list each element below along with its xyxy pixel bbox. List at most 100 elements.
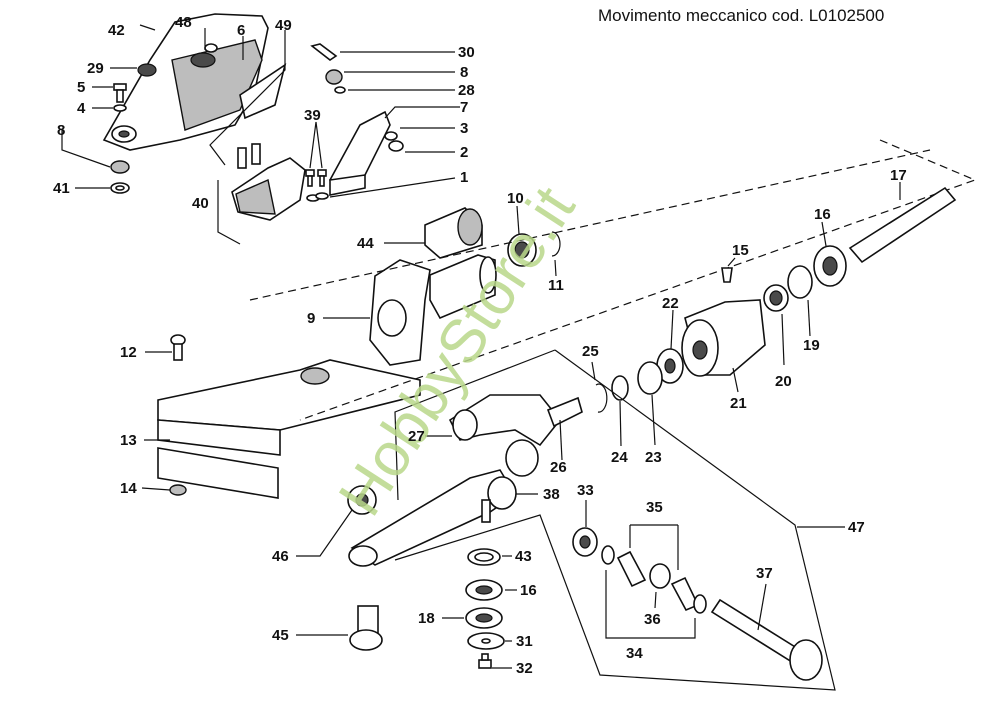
leader-35	[629, 524, 679, 570]
bearing-23-part	[637, 361, 663, 395]
callout-41: 41	[53, 180, 70, 197]
callout-33: 33	[577, 482, 594, 499]
callout-3: 3	[460, 120, 468, 137]
callout-16b: 16	[520, 582, 537, 599]
group-47-outline	[394, 349, 836, 691]
shaft-17-part	[848, 186, 957, 264]
bushings-35-part	[601, 545, 707, 614]
leader-23	[651, 394, 656, 446]
callout-14: 14	[120, 480, 137, 497]
callout-7: 7	[460, 99, 468, 116]
callout-36: 36	[644, 611, 661, 628]
callout-45: 45	[272, 627, 289, 644]
callout-4: 4	[77, 100, 86, 117]
washer-3-part	[384, 131, 398, 141]
callout-20: 20	[775, 373, 792, 390]
leader-15	[727, 257, 736, 267]
bolt-32-part	[478, 653, 492, 669]
callout-35: 35	[646, 499, 663, 516]
nut-2-part	[388, 140, 404, 152]
callout-2: 2	[460, 144, 468, 161]
leader-36	[654, 591, 657, 609]
leader-42	[139, 24, 156, 31]
leader-8a	[61, 130, 111, 168]
cover-guard-part	[102, 13, 287, 151]
callout-6: 6	[237, 22, 245, 39]
ring-24-part	[611, 375, 629, 401]
callout-25: 25	[582, 343, 599, 360]
callout-39: 39	[304, 107, 321, 124]
callout-23: 23	[645, 449, 662, 466]
leader-24	[619, 400, 622, 447]
callout-32: 32	[516, 660, 533, 677]
callout-8a: 8	[57, 122, 65, 139]
bearing-22-part	[656, 348, 684, 384]
callout-49: 49	[275, 17, 292, 34]
callout-9: 9	[307, 310, 315, 327]
knob-29-part	[137, 63, 157, 77]
screw-30-part	[310, 43, 338, 61]
leader-37	[757, 583, 767, 631]
bushing-46-part	[347, 485, 377, 515]
housing-21-part	[681, 299, 766, 377]
motor-mount-40-part	[231, 143, 306, 221]
ring-19-part	[787, 265, 813, 299]
callout-27: 27	[408, 428, 425, 445]
leader-20	[781, 313, 785, 366]
callout-19: 19	[803, 337, 820, 354]
washer-28-part	[334, 86, 346, 94]
callout-40: 40	[192, 195, 209, 212]
leader-25	[591, 361, 596, 381]
callout-8b: 8	[460, 64, 468, 81]
callout-10: 10	[507, 190, 524, 207]
leader-39	[309, 121, 323, 169]
callout-17: 17	[890, 167, 907, 184]
leader-14	[141, 487, 171, 491]
callout-26: 26	[550, 459, 567, 476]
callout-37: 37	[756, 565, 773, 582]
callout-21: 21	[730, 395, 747, 412]
shaft-37-part	[710, 598, 823, 681]
leader-10	[516, 205, 520, 235]
callout-28: 28	[458, 82, 475, 99]
washer-4-part	[113, 104, 127, 112]
base-plate-13-part	[157, 447, 279, 499]
bearing-16b-part	[465, 579, 503, 601]
nut-8-part	[110, 160, 130, 174]
bolt-12-part	[170, 334, 186, 361]
diagram-title: Movimento meccanico cod. L0102500	[598, 6, 885, 25]
arm-38-part	[348, 469, 517, 567]
bearing-10-part	[507, 233, 537, 267]
callout-46: 46	[272, 548, 289, 565]
screw-5-part	[113, 83, 127, 103]
callout-18: 18	[418, 610, 435, 627]
callout-48: 48	[175, 14, 192, 31]
washer-41-part	[110, 182, 130, 194]
leader-19	[807, 299, 811, 337]
nut-14-part	[169, 484, 187, 496]
bearing-16-part	[813, 245, 847, 287]
callout-38: 38	[543, 486, 560, 503]
bracket-7-part	[328, 110, 391, 196]
leader-46	[296, 509, 353, 557]
callout-34: 34	[626, 645, 643, 662]
leader-22	[670, 309, 674, 350]
callout-43: 43	[515, 548, 532, 565]
callout-44: 44	[357, 235, 374, 252]
callout-15: 15	[732, 242, 749, 259]
frame-9-part	[157, 254, 497, 456]
callout-5: 5	[77, 79, 85, 96]
washers-1-part	[306, 192, 329, 202]
leader-7	[384, 106, 460, 119]
bearing-18-part	[465, 607, 503, 629]
leader-11	[554, 259, 557, 277]
fork-27-part	[448, 394, 583, 477]
callout-12: 12	[120, 344, 137, 361]
callout-1: 1	[460, 169, 468, 186]
callout-11: 11	[548, 277, 564, 294]
leader-21	[732, 367, 739, 393]
callout-31: 31	[516, 633, 533, 650]
callout-22: 22	[662, 295, 679, 312]
pin-45-part	[349, 605, 383, 651]
